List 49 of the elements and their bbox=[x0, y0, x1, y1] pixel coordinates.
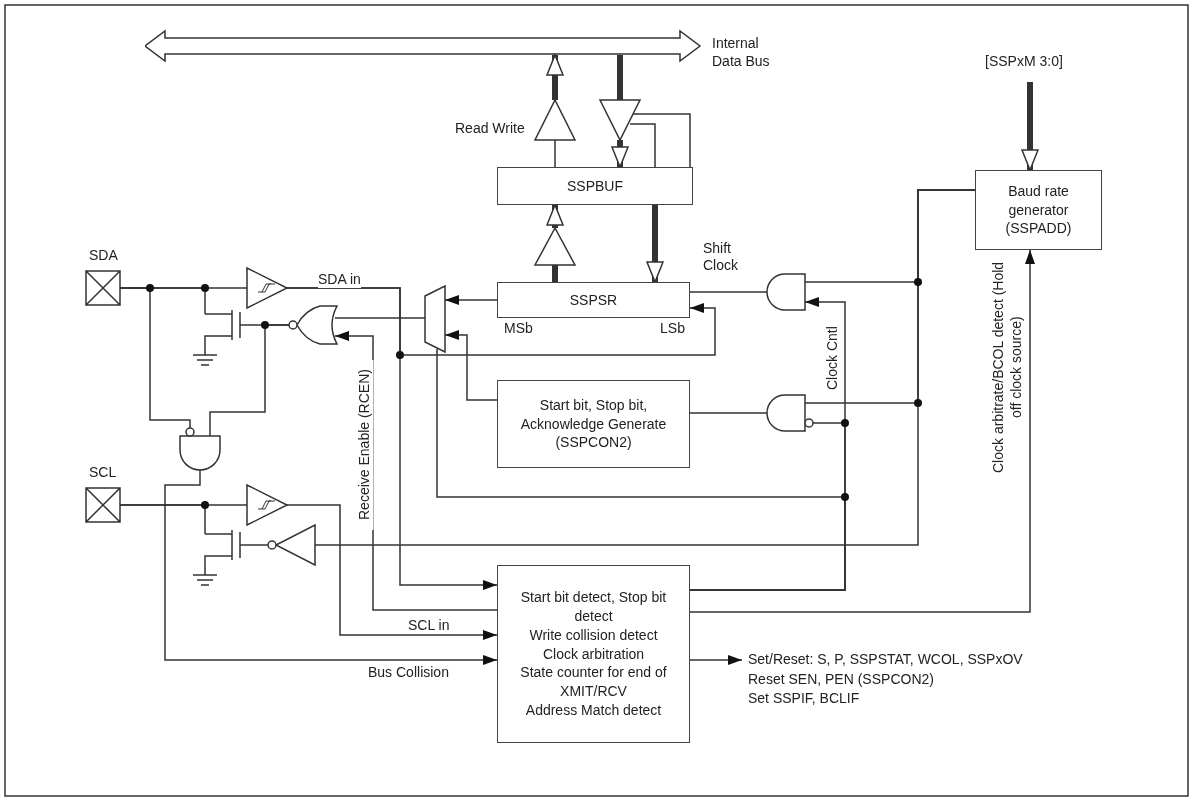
buffer-symbol bbox=[533, 226, 577, 266]
arrow bbox=[611, 140, 629, 168]
arrow bbox=[546, 204, 564, 228]
arrow bbox=[646, 205, 664, 283]
arrow bbox=[286, 504, 498, 640]
bit-label: MSb bbox=[504, 320, 533, 337]
and-gate-symbol bbox=[766, 273, 806, 311]
arrow bbox=[286, 287, 716, 356]
schmitt-buffer-symbol bbox=[246, 266, 289, 310]
arrow bbox=[689, 655, 743, 665]
arrow bbox=[689, 249, 1035, 613]
box-text: Start bit detect, Stop bit detect bbox=[519, 587, 668, 626]
process-box bbox=[497, 565, 690, 743]
arrow bbox=[164, 469, 498, 665]
transistor-symbol bbox=[204, 529, 241, 576]
edge-label: SDA in bbox=[318, 271, 361, 288]
nor-gate-symbol bbox=[288, 305, 338, 345]
schmitt-buffer-symbol bbox=[246, 483, 289, 527]
box-text: State counter for end of XMIT/RCV bbox=[519, 663, 668, 702]
arrow bbox=[444, 330, 498, 401]
transistor-symbol bbox=[204, 309, 241, 356]
arrow bbox=[546, 54, 564, 100]
and-gate-symbol bbox=[766, 394, 814, 432]
edge-label: Receive Enable (RCEN) bbox=[356, 360, 374, 530]
arrow bbox=[629, 113, 691, 168]
process-box: Baud rate generator (SSPADD) bbox=[975, 170, 1102, 250]
pin-label: SDA bbox=[89, 247, 118, 264]
pin-label: SCL bbox=[89, 464, 117, 481]
status-text: Set SSPIF, BCLIF bbox=[748, 689, 861, 709]
inverter-symbol bbox=[267, 523, 316, 567]
status-text: Set/Reset: S, P, SSPSTAT, WCOL, SSPxOV bbox=[748, 650, 1023, 669]
register-box: SSPBUF bbox=[497, 167, 693, 205]
box-text: Write collision detect bbox=[529, 625, 658, 645]
box-text: Address Match detect bbox=[525, 701, 662, 721]
bus-label: Internal Data Bus bbox=[712, 34, 771, 71]
tristate-buffer-symbol bbox=[598, 99, 642, 142]
edge-label: Clock arbitrate/BCOL detect (Hold off clock source) bbox=[990, 260, 1025, 475]
signal-label: [SSPxM 3:0] bbox=[985, 52, 1063, 72]
process-box: Start bit, Stop bit, Acknowledge Generate (SSPCON2) bbox=[497, 380, 690, 468]
arrow bbox=[1021, 82, 1039, 171]
box-text: SSPSR bbox=[569, 290, 618, 310]
arrow bbox=[444, 295, 498, 305]
bit-label: LSb bbox=[660, 320, 685, 337]
status-text: Reset SEN, PEN (SSPCON2) bbox=[748, 669, 935, 689]
signal-label: Read Write bbox=[455, 120, 525, 137]
and-gate-symbol bbox=[179, 427, 221, 471]
multiplexer-symbol bbox=[424, 284, 446, 354]
box-text: Clock arbitration bbox=[542, 644, 645, 664]
tristate-buffer-symbol bbox=[533, 98, 577, 141]
